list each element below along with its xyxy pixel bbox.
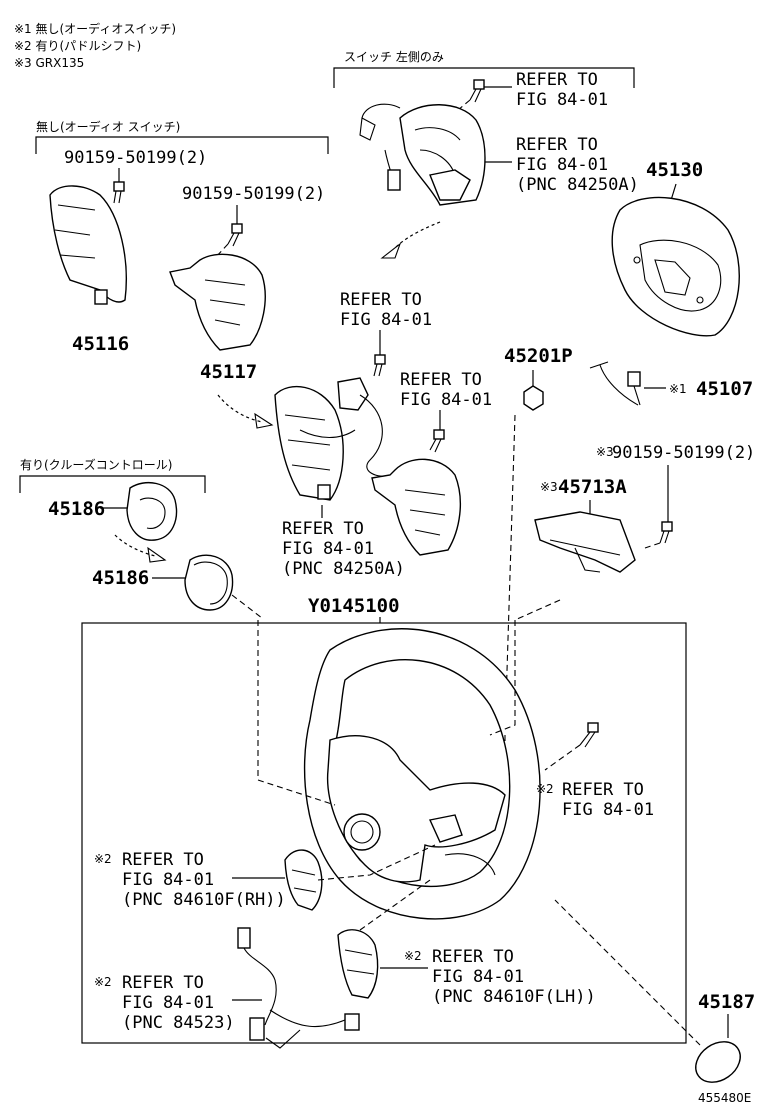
part-45117: 45117 bbox=[200, 361, 257, 383]
dash-bolt-c bbox=[644, 542, 661, 549]
dash-lh bbox=[359, 879, 431, 931]
ornament-cover bbox=[695, 1041, 741, 1083]
mark-45107: ※1 bbox=[669, 382, 687, 396]
refer-lh-line1: REFER TO bbox=[432, 947, 514, 967]
note-3: ※3 GRX135 bbox=[14, 56, 84, 70]
group-cruise: 有り(クルーズコントロール) bbox=[20, 457, 172, 472]
refer-lh-line3: (PNC 84610F(LH)) bbox=[432, 987, 596, 1007]
refer-harness-line2: FIG 84-01 bbox=[122, 993, 214, 1013]
refer-mid2-line1: REFER TO bbox=[400, 370, 482, 390]
part-y0145100: Y0145100 bbox=[308, 595, 400, 617]
mark-rh-refer: ※2 bbox=[94, 852, 112, 866]
refer-mid3-line2: FIG 84-01 bbox=[282, 539, 374, 559]
arrow-icon bbox=[217, 394, 274, 429]
mark-bolt-c: ※3 bbox=[596, 445, 614, 459]
refer-top1-line2: FIG 84-01 bbox=[516, 90, 608, 110]
arrow-icon bbox=[114, 534, 167, 563]
steering-wheel bbox=[303, 628, 541, 920]
bolt-icon bbox=[227, 223, 243, 247]
refer-top2-line3: (PNC 84250A) bbox=[516, 175, 639, 195]
bracket-cruise bbox=[19, 475, 206, 493]
mark-harness-refer: ※2 bbox=[94, 975, 112, 989]
refer-wheel-line1: REFER TO bbox=[562, 780, 644, 800]
wire-harness bbox=[589, 361, 641, 406]
wire-harness bbox=[237, 927, 360, 1049]
mark-45713A: ※3 bbox=[540, 480, 558, 494]
paddle-shifter bbox=[534, 511, 636, 573]
refer-rh-line2: FIG 84-01 bbox=[122, 870, 214, 890]
refer-top2-line1: REFER TO bbox=[516, 135, 598, 155]
refer-mid3-line3: (PNC 84250A) bbox=[282, 559, 405, 579]
bolt-icon bbox=[579, 722, 599, 748]
switch-module bbox=[169, 253, 266, 351]
part-45187: 45187 bbox=[698, 991, 755, 1013]
dash-45187 bbox=[554, 899, 701, 1046]
bolt-icon bbox=[113, 181, 125, 204]
bracket-left-only bbox=[333, 67, 635, 88]
dash-paddle-wheel bbox=[489, 620, 516, 736]
bolt-label-b: 90159-50199(2) bbox=[182, 184, 325, 204]
dash-wheel-bolt bbox=[544, 744, 581, 771]
group-left-only: スイッチ 左側のみ bbox=[344, 49, 444, 64]
bolt-label-c: 90159-50199(2) bbox=[612, 443, 755, 463]
group-no-audio: 無し(オーディオ スイッチ) bbox=[36, 119, 180, 134]
diagram-id: 455480E bbox=[698, 1091, 751, 1105]
assembly-frame bbox=[81, 622, 687, 1044]
part-45201P: 45201P bbox=[504, 345, 573, 367]
part-45713A: 45713A bbox=[558, 476, 627, 498]
refer-harness-line1: REFER TO bbox=[122, 973, 204, 993]
refer-rh-line1: REFER TO bbox=[122, 850, 204, 870]
mark-wheel-refer: ※2 bbox=[536, 782, 554, 796]
bolt-icon bbox=[659, 521, 673, 544]
airbag-pad bbox=[611, 196, 740, 337]
dash-45201P bbox=[504, 414, 516, 736]
bolt-icon bbox=[429, 429, 445, 453]
switch-module bbox=[284, 849, 323, 911]
bracket-no-audio bbox=[35, 136, 329, 154]
part-45186-b: 45186 bbox=[92, 567, 149, 589]
arrow-icon bbox=[380, 221, 441, 259]
switch-module bbox=[371, 458, 461, 556]
mark-lh-refer: ※2 bbox=[404, 949, 422, 963]
refer-mid1-line2: FIG 84-01 bbox=[340, 310, 432, 330]
refer-lh-line2: FIG 84-01 bbox=[432, 967, 524, 987]
refer-wheel-line2: FIG 84-01 bbox=[562, 800, 654, 820]
note-2: ※2 有り(パドルシフト) bbox=[14, 39, 141, 53]
refer-rh-line3: (PNC 84610F(RH)) bbox=[122, 890, 286, 910]
ornament-cover bbox=[184, 554, 234, 611]
note-1: ※1 無し(オーディオスイッチ) bbox=[14, 21, 176, 36]
switch-module bbox=[359, 103, 486, 206]
part-45130: 45130 bbox=[646, 159, 703, 181]
part-45107: 45107 bbox=[696, 378, 753, 400]
dash-cover bbox=[257, 620, 336, 806]
switch-module bbox=[49, 185, 127, 305]
bolt-icon bbox=[469, 79, 485, 103]
part-45186-a: 45186 bbox=[48, 498, 105, 520]
refer-mid1-line1: REFER TO bbox=[340, 290, 422, 310]
nut-icon bbox=[523, 385, 544, 411]
dash-45713A bbox=[514, 599, 561, 621]
refer-mid2-line2: FIG 84-01 bbox=[400, 390, 492, 410]
bolt-label-a: 90159-50199(2) bbox=[64, 148, 207, 168]
switch-module bbox=[274, 377, 396, 501]
ornament-cover bbox=[126, 481, 178, 541]
dash-rh bbox=[317, 844, 436, 881]
refer-top1-line1: REFER TO bbox=[516, 70, 598, 90]
dash-45186 bbox=[231, 594, 263, 619]
refer-harness-line3: (PNC 84523) bbox=[122, 1013, 235, 1033]
refer-top2-line2: FIG 84-01 bbox=[516, 155, 608, 175]
refer-mid3-line1: REFER TO bbox=[282, 519, 364, 539]
bolt-icon bbox=[373, 354, 386, 377]
part-45116: 45116 bbox=[72, 333, 129, 355]
switch-module bbox=[337, 929, 379, 999]
